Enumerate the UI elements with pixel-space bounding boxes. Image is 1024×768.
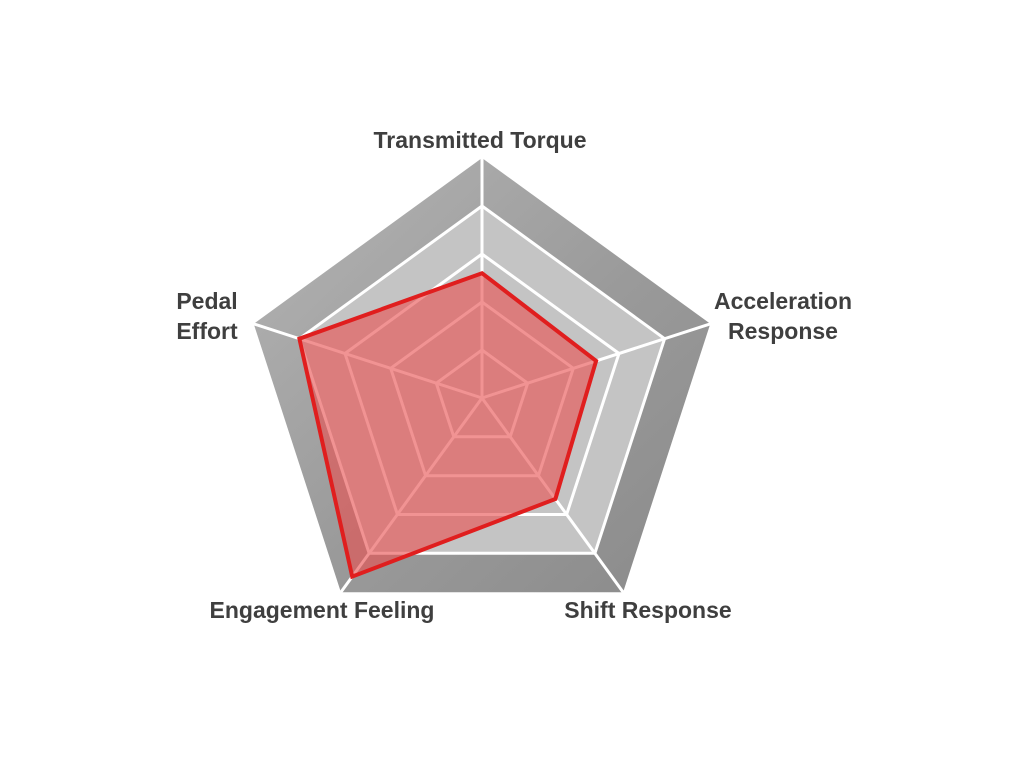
axis-label: Shift Response: [564, 597, 731, 623]
radar-series: [297, 270, 599, 580]
axis-label: Transmitted Torque: [374, 127, 587, 153]
grid-ring: [297, 204, 667, 555]
axis-label-line: Response: [728, 318, 838, 344]
axis-label: Engagement Feeling: [210, 597, 435, 623]
axis-label-line: Effort: [176, 318, 238, 344]
axis-label-line: Pedal: [176, 288, 237, 314]
axis-label-line: Transmitted Torque: [374, 127, 587, 153]
axis-label-line: Acceleration: [714, 288, 852, 314]
axis-label-line: Engagement Feeling: [210, 597, 435, 623]
series-area: [297, 270, 599, 580]
axis-label-line: Shift Response: [564, 597, 731, 623]
